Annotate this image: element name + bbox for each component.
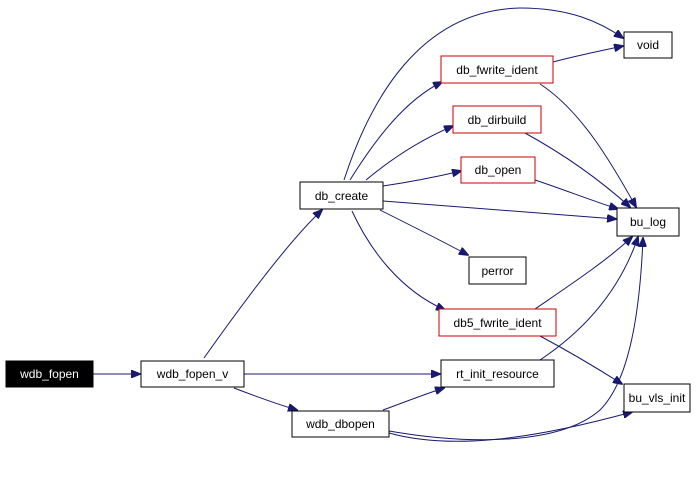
edge-db_create-db_fwrite_ident: [349, 82, 442, 181]
node-label-db_create: db_create: [315, 189, 369, 203]
edge-wdb_dbopen-bu_vls_init: [388, 412, 632, 442]
edge-db_open-bu_log: [534, 179, 618, 209]
edge-db_fwrite_ident-bu_log: [539, 83, 636, 207]
edge-db_dirbuild-bu_log: [524, 132, 630, 207]
node-label-bu_log: bu_log: [630, 215, 666, 229]
node-db_fwrite_ident[interactable]: db_fwrite_ident: [440, 55, 554, 84]
edge-wdb_fopen_v-db_create: [203, 210, 322, 359]
edge-db_create-db5_fwrite_ident: [351, 210, 445, 310]
node-wdb_fopen[interactable]: wdb_fopen: [5, 360, 94, 388]
node-db5_fwrite_ident[interactable]: db5_fwrite_ident: [438, 308, 557, 337]
node-label-db5_fwrite_ident: db5_fwrite_ident: [453, 316, 542, 330]
edge-db5_fwrite_ident-bu_log: [534, 237, 632, 310]
node-db_open[interactable]: db_open: [460, 156, 536, 184]
node-db_dirbuild[interactable]: db_dirbuild: [452, 105, 542, 134]
nodes: wdb_fopen wdb_fopen_v db_create wdb_dbop…: [5, 31, 691, 438]
edge-db_create-perror: [379, 209, 468, 255]
node-label-perror: perror: [481, 264, 513, 278]
edges: [93, 7, 643, 442]
node-perror[interactable]: perror: [468, 256, 527, 285]
edge-wdb_dbopen-rt_init_resource: [382, 388, 444, 411]
node-bu_log[interactable]: bu_log: [616, 207, 680, 237]
edge-rt_init_resource-bu_log: [539, 237, 638, 361]
edge-db5_fwrite_ident-bu_vls_init: [539, 335, 622, 384]
edge-db_create-db_open: [382, 171, 461, 187]
node-label-bu_vls_init: bu_vls_init: [629, 391, 686, 405]
edge-db_create-void: [343, 7, 623, 181]
node-label-void: void: [637, 38, 659, 52]
node-void[interactable]: void: [623, 31, 673, 59]
node-wdb_dbopen[interactable]: wdb_dbopen: [291, 410, 390, 438]
edge-db_create-db_dirbuild: [365, 126, 453, 181]
edge-db_fwrite_ident-void: [552, 46, 623, 63]
node-label-db_fwrite_ident: db_fwrite_ident: [456, 63, 538, 77]
node-bu_vls_init[interactable]: bu_vls_init: [623, 383, 691, 413]
node-rt_init_resource[interactable]: rt_init_resource: [440, 359, 555, 388]
node-db_create[interactable]: db_create: [299, 181, 384, 210]
node-label-wdb_fopen: wdb_fopen: [19, 367, 79, 381]
edge-wdb_dbopen-bu_log: [388, 238, 643, 441]
node-label-db_dirbuild: db_dirbuild: [468, 113, 527, 127]
node-label-db_open: db_open: [475, 163, 522, 177]
node-label-wdb_fopen_v: wdb_fopen_v: [156, 367, 228, 381]
node-label-rt_init_resource: rt_init_resource: [456, 367, 539, 381]
edge-wdb_fopen_v-wdb_dbopen: [233, 387, 297, 410]
node-label-wdb_dbopen: wdb_dbopen: [305, 417, 375, 431]
edge-db_create-bu_log: [382, 200, 616, 219]
node-wdb_fopen_v[interactable]: wdb_fopen_v: [140, 360, 245, 388]
